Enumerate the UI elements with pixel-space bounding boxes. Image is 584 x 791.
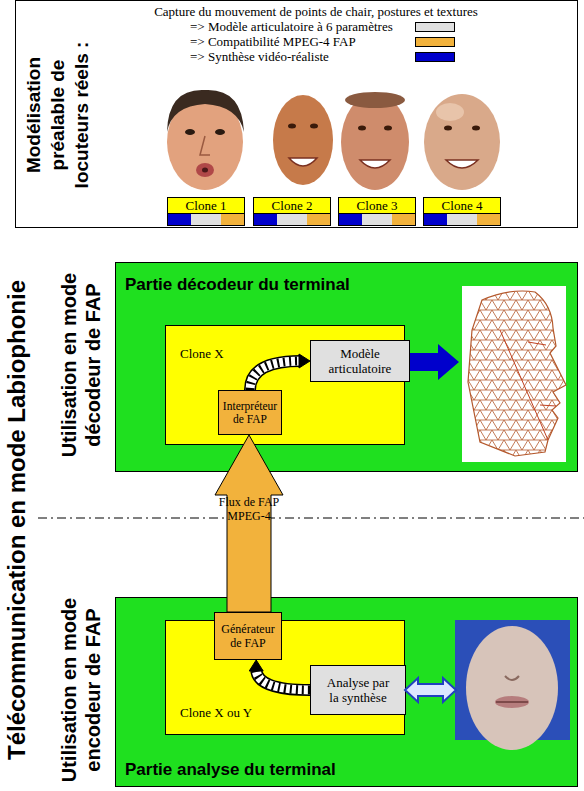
exchange-arrow xyxy=(405,678,456,702)
caption-text: Capture du mouvement de points de chair,… xyxy=(116,4,516,19)
clone-name: Clone 4 xyxy=(424,198,500,213)
eye xyxy=(310,124,318,129)
eye xyxy=(472,126,480,131)
feature-segment xyxy=(447,214,477,225)
feature-segment xyxy=(307,214,330,225)
feature-bar xyxy=(339,213,415,225)
legend-swatch xyxy=(415,52,455,62)
speaker-photo xyxy=(455,620,570,740)
mouth xyxy=(289,158,317,166)
hair xyxy=(167,90,244,132)
legend-text: => Synthèse vidéo-réaliste xyxy=(190,50,410,64)
feature-segment xyxy=(277,214,307,225)
feature-segment xyxy=(424,214,447,225)
clone-label: Clone 3 xyxy=(338,197,416,226)
mode-label: Utilisation en mode encodeur de FAP xyxy=(54,578,106,791)
nose xyxy=(200,136,210,155)
legend-swatch xyxy=(415,37,455,47)
group-heading: Modélisation préalable de locuteurs réel… xyxy=(17,18,97,213)
twisted-band xyxy=(256,669,310,690)
lips xyxy=(495,696,529,708)
box-label: Interpréteur de FAP xyxy=(219,400,281,426)
process-box: Analyse par la synthèse xyxy=(310,665,406,715)
clone-label: Clone 2 xyxy=(253,197,331,226)
box-label: Générateur de FAP xyxy=(217,622,279,650)
mouth xyxy=(446,160,478,168)
face-photo xyxy=(424,94,500,190)
eye xyxy=(444,126,452,131)
mode-label: Utilisation en mode décodeur de FAP xyxy=(54,253,106,478)
legend-swatch xyxy=(415,22,455,32)
output-arrow xyxy=(410,344,459,380)
feature-segment xyxy=(191,214,221,225)
eye xyxy=(185,129,195,135)
twisted-band xyxy=(250,361,301,390)
feature-segment xyxy=(392,214,415,225)
feature-segment xyxy=(221,214,244,225)
flow-label: Flux de FAP MPEG-4 xyxy=(211,495,287,523)
twisted-connector xyxy=(249,660,310,690)
legend-text: => Compatibilité MPEG-4 FAP xyxy=(190,35,410,49)
feature-segment xyxy=(339,214,362,225)
face-photo xyxy=(273,95,333,185)
panel-title: Partie analyse du terminal xyxy=(125,760,525,780)
box-label: Modèle articulatoire xyxy=(315,346,405,376)
clone-name: Clone X ou Y xyxy=(180,705,330,720)
mouth xyxy=(360,160,390,168)
box-label: Analyse par la synthèse xyxy=(322,675,394,705)
twisted-band xyxy=(250,361,301,390)
twisted-band xyxy=(250,361,301,390)
eye xyxy=(288,124,296,129)
side-title: Télécommunication en mode Labiophonie xyxy=(2,245,32,791)
clone-label: Clone 1 xyxy=(167,197,245,226)
nose xyxy=(505,676,519,680)
twisted-band xyxy=(256,669,310,690)
feature-segment xyxy=(254,214,277,225)
feature-bar xyxy=(424,213,500,225)
eye xyxy=(358,126,366,131)
feature-segment xyxy=(477,214,500,225)
clone-name: Clone X xyxy=(180,346,330,361)
clone-block: Clone X ou Y Générateur de FAP Analyse par… xyxy=(165,620,405,735)
clone-name: Clone 1 xyxy=(168,198,244,213)
feature-bar xyxy=(168,213,244,225)
feature-bar xyxy=(254,213,330,225)
arrow-head xyxy=(249,660,263,671)
clone-name: Clone 3 xyxy=(339,198,415,213)
hair xyxy=(345,92,405,108)
mouth xyxy=(496,701,528,703)
arrow-body xyxy=(215,435,283,612)
separator-line xyxy=(38,518,584,519)
terminal-panel: Partie décodeur du terminalClone XModèle… xyxy=(115,262,578,472)
clone-block: Clone XModèle articulatoireInterpréteur … xyxy=(165,325,405,445)
clone-label: Clone 4 xyxy=(423,197,501,226)
eye xyxy=(384,126,392,131)
arrow-head xyxy=(299,354,310,368)
twisted-band xyxy=(256,669,310,690)
wireframe-background xyxy=(462,286,566,462)
face-photo xyxy=(466,626,558,750)
wireframe-feature-line xyxy=(500,330,556,440)
wireframe-face xyxy=(468,291,566,456)
terminal-panel: Partie analyse du terminal Clone X ou Y Gé… xyxy=(115,597,578,787)
data-flow-arrow xyxy=(215,435,283,612)
process-box: Interpréteur de FAP xyxy=(218,390,282,435)
skin-texture xyxy=(436,103,464,121)
feature-segment xyxy=(362,214,392,225)
clone-name: Clone 2 xyxy=(254,198,330,213)
lips xyxy=(196,163,214,177)
mouth xyxy=(202,168,208,173)
process-box: Modèle articulatoire xyxy=(310,340,410,382)
face-photo xyxy=(341,94,409,190)
process-box: Générateur de FAP xyxy=(214,612,282,660)
twisted-connector xyxy=(250,354,310,390)
panel-title: Partie décodeur du terminal xyxy=(125,275,525,295)
feature-segment xyxy=(168,214,191,225)
legend-text: => Modèle articulatoire à 6 paramètres xyxy=(190,20,410,34)
face-photo xyxy=(167,94,243,190)
eye xyxy=(215,129,225,135)
